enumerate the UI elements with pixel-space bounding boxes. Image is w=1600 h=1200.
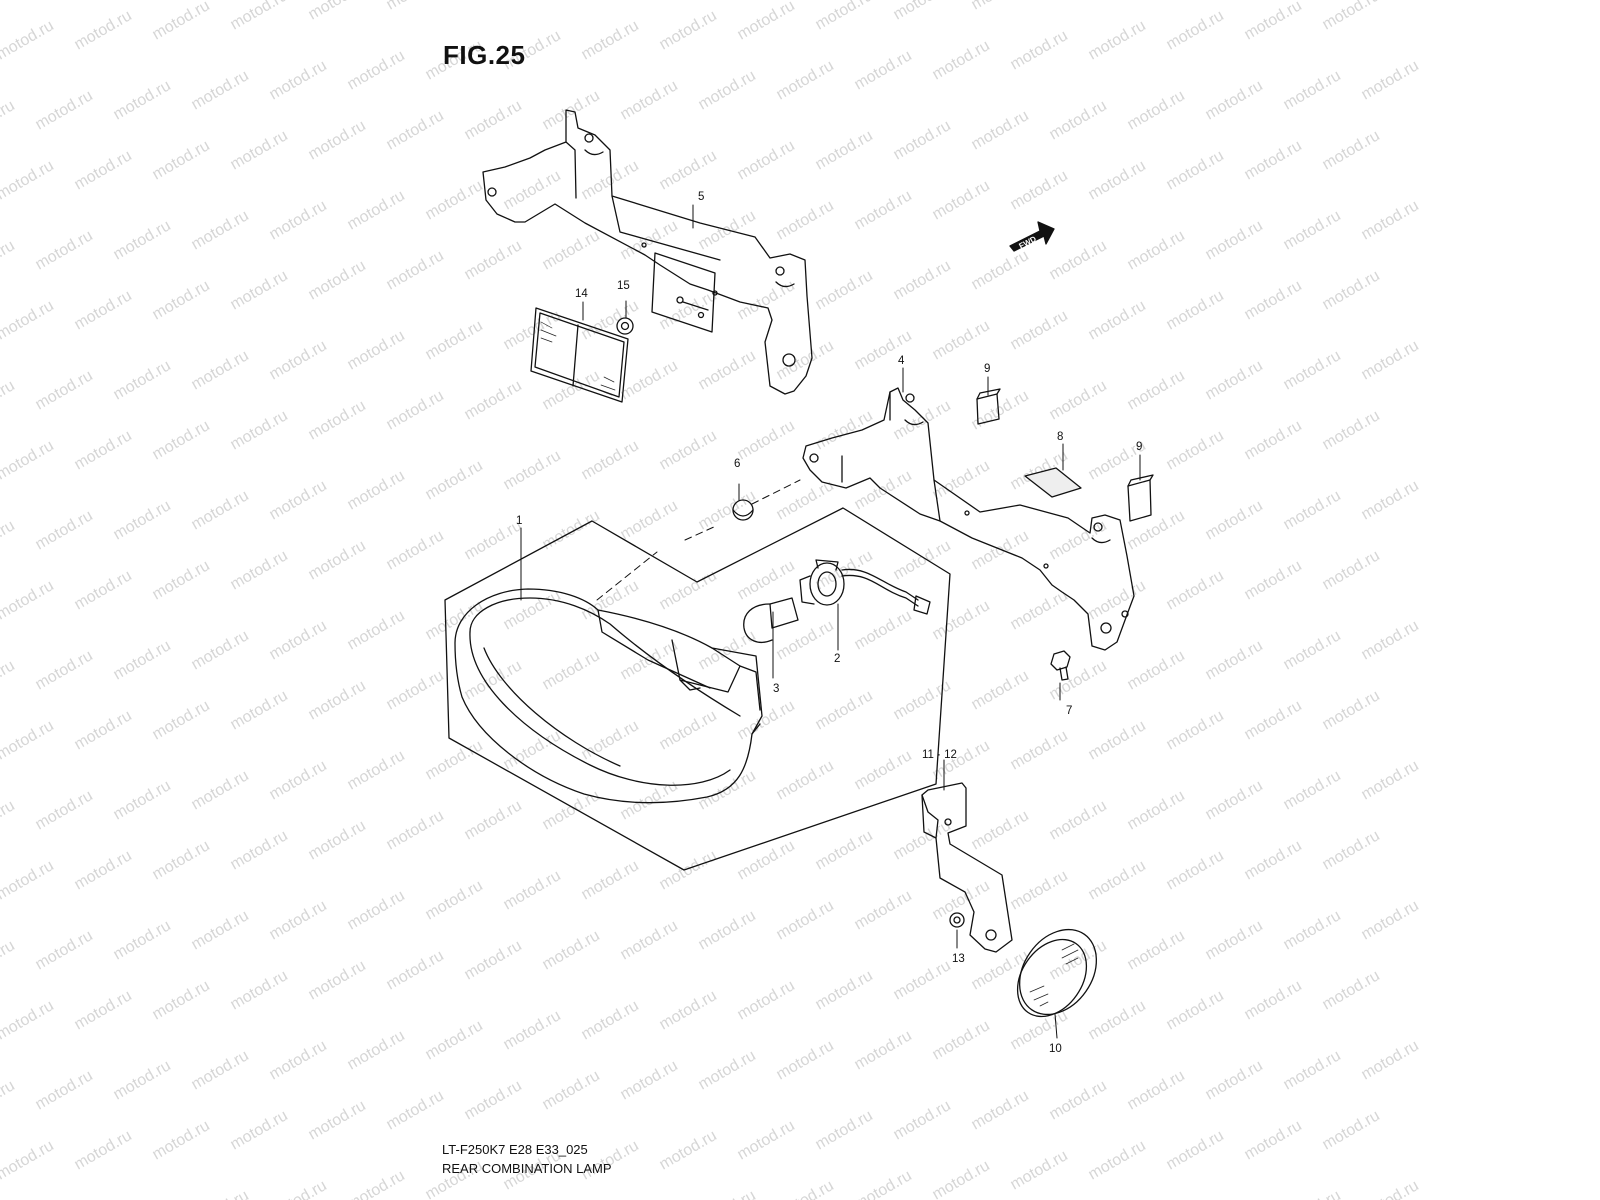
callout-part-1: 1 [516, 515, 522, 527]
leader-lines [520, 204, 1141, 1039]
lamp-assembly-box [444, 507, 951, 871]
lamp-housing-part [454, 588, 763, 804]
round-reflector-part [1016, 928, 1098, 1018]
figure-code: LT-F250K7 E28 E33_025 [442, 1142, 588, 1157]
figure-name: REAR COMBINATION LAMP [442, 1161, 612, 1176]
callout-part-9a: 9 [984, 363, 990, 375]
callout-part-8: 8 [1057, 431, 1063, 443]
bulb-part-3 [743, 597, 799, 643]
figure-title: FIG.25 [443, 40, 526, 70]
callout-part-9b: 9 [1136, 441, 1142, 453]
callout-part-13: 13 [952, 953, 965, 965]
round-reflector-hatching [1029, 943, 1079, 1007]
callout-part-11-12: 11 · 12 [922, 749, 957, 761]
callout-part-2: 2 [834, 653, 840, 665]
grommet-part-6 [732, 499, 754, 521]
callout-part-5: 5 [698, 191, 704, 203]
reflector-hatching [540, 321, 616, 396]
callout-part-15: 15 [617, 280, 630, 292]
callout-part-10: 10 [1049, 1043, 1062, 1055]
nut-part-15 [616, 317, 634, 335]
callout-part-6: 6 [734, 458, 740, 470]
callout-part-14: 14 [575, 288, 588, 300]
rear-reflector-part [530, 307, 629, 403]
lower-bracket-part [802, 387, 1135, 651]
nut-part-13 [949, 912, 965, 928]
bolt-part-7 [1050, 650, 1071, 681]
callout-part-7: 7 [1066, 705, 1072, 717]
callout-part-4: 4 [898, 355, 905, 367]
socket-part-2 [799, 559, 931, 615]
cushion-part-9a [976, 388, 1001, 425]
cushion-part-8 [1024, 467, 1082, 498]
cushion-part-9b [1127, 474, 1154, 522]
fwd-arrow-icon [1009, 221, 1055, 252]
reflector-bracket-part [921, 782, 1013, 953]
upper-bracket-part [482, 109, 813, 395]
callout-part-3: 3 [773, 683, 779, 695]
